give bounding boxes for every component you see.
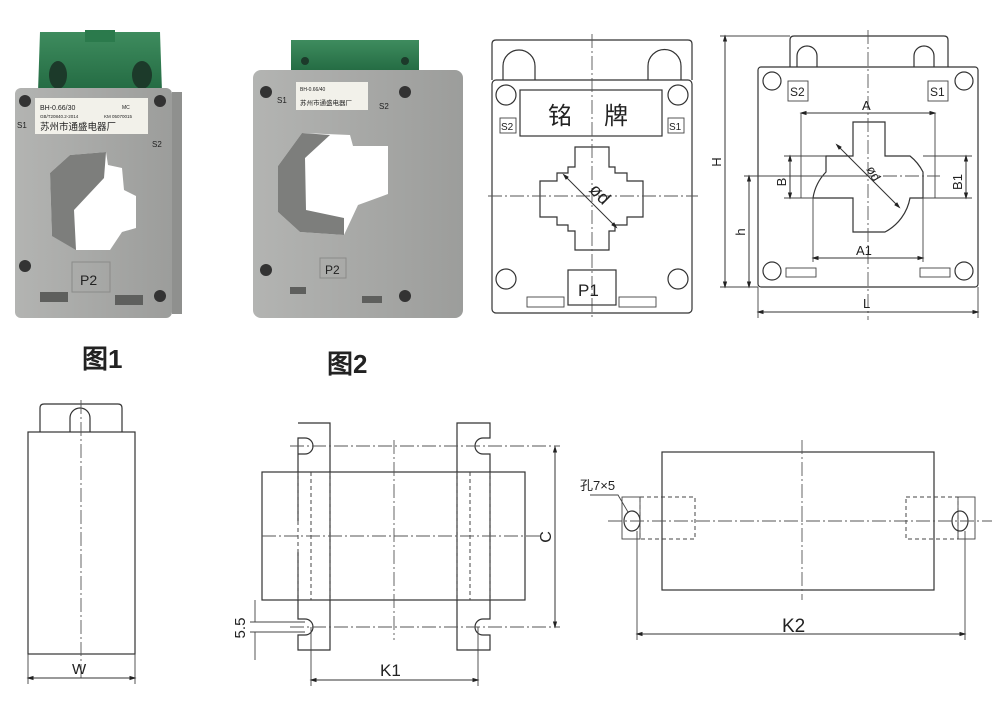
window-outline [812,121,924,233]
mount-view-drawing: 孔7×5 K2 [580,440,992,640]
side-view-drawing: W [26,400,137,684]
front-view-drawing: 铭 牌 S2 S1 ød P1 [488,34,698,320]
dimension-view-drawing: S2 S1 A A1 B B1 H h L ød [709,30,980,320]
diameter-label: ød [863,163,884,184]
hole-size-label: 孔7×5 [580,478,615,493]
nameplate-label [35,98,148,134]
green-terminal-cap [38,32,162,92]
dim-B1-label: B1 [950,174,965,190]
model-text: BH-0.66/40 [300,87,326,93]
manufacturer-text: 苏州市通盛电器厂 [40,121,116,133]
standard-text: GB/T20840.2-2014 [40,114,79,119]
dim-h-label: h [733,228,748,235]
manufacturer-text: 苏州市通盛电器厂 [300,98,353,107]
diameter-label: ød [585,179,614,208]
photo-figure-1: BH-0.66/30 GB/T20840.2-2014 KM 05070015 … [15,30,182,318]
dim-C-label: C [538,531,555,543]
dim-L-label: L [863,296,870,311]
s2-terminal-label: S2 [790,85,805,99]
s2-terminal-label: S2 [501,122,514,133]
p1-terminal-label: P1 [578,281,599,300]
figure-1-caption: 图1 [82,344,122,374]
nameplate-label [296,82,368,110]
nameplate-char-2: 牌 [604,103,628,130]
dim-H-label: H [709,157,724,166]
p2-mark: P2 [325,263,340,277]
s2-mark: S2 [379,102,389,111]
dim-slot-label: 5.5 [232,618,249,639]
dim-K2-label: K2 [782,616,805,637]
s1-terminal-label: S1 [669,122,682,133]
figure-2-caption: 图2 [327,349,367,379]
s2-mark: S2 [152,140,162,149]
cert-text: KM 05070015 [104,114,133,119]
dim-A1-label: A1 [856,243,872,258]
dim-W-label: W [72,661,87,678]
photo-figure-2: BH-0.66/40 苏州市通盛电器厂 S1 S2 P2 [253,40,463,318]
mark-text: MC [122,105,130,111]
window-outline [539,146,644,251]
dim-K1-label: K1 [380,661,401,680]
model-text: BH-0.66/30 [40,105,76,112]
dim-B-label: B [774,178,789,187]
dim-A-label: A [862,98,871,113]
p2-mark: P2 [80,272,97,288]
s1-mark: S1 [17,121,27,130]
s1-terminal-label: S1 [930,85,945,99]
top-view-drawing: C K1 5.5 [232,422,560,686]
green-terminal-cap [291,40,419,72]
nameplate-char-1: 铭 [548,103,572,130]
s1-mark: S1 [277,96,287,105]
